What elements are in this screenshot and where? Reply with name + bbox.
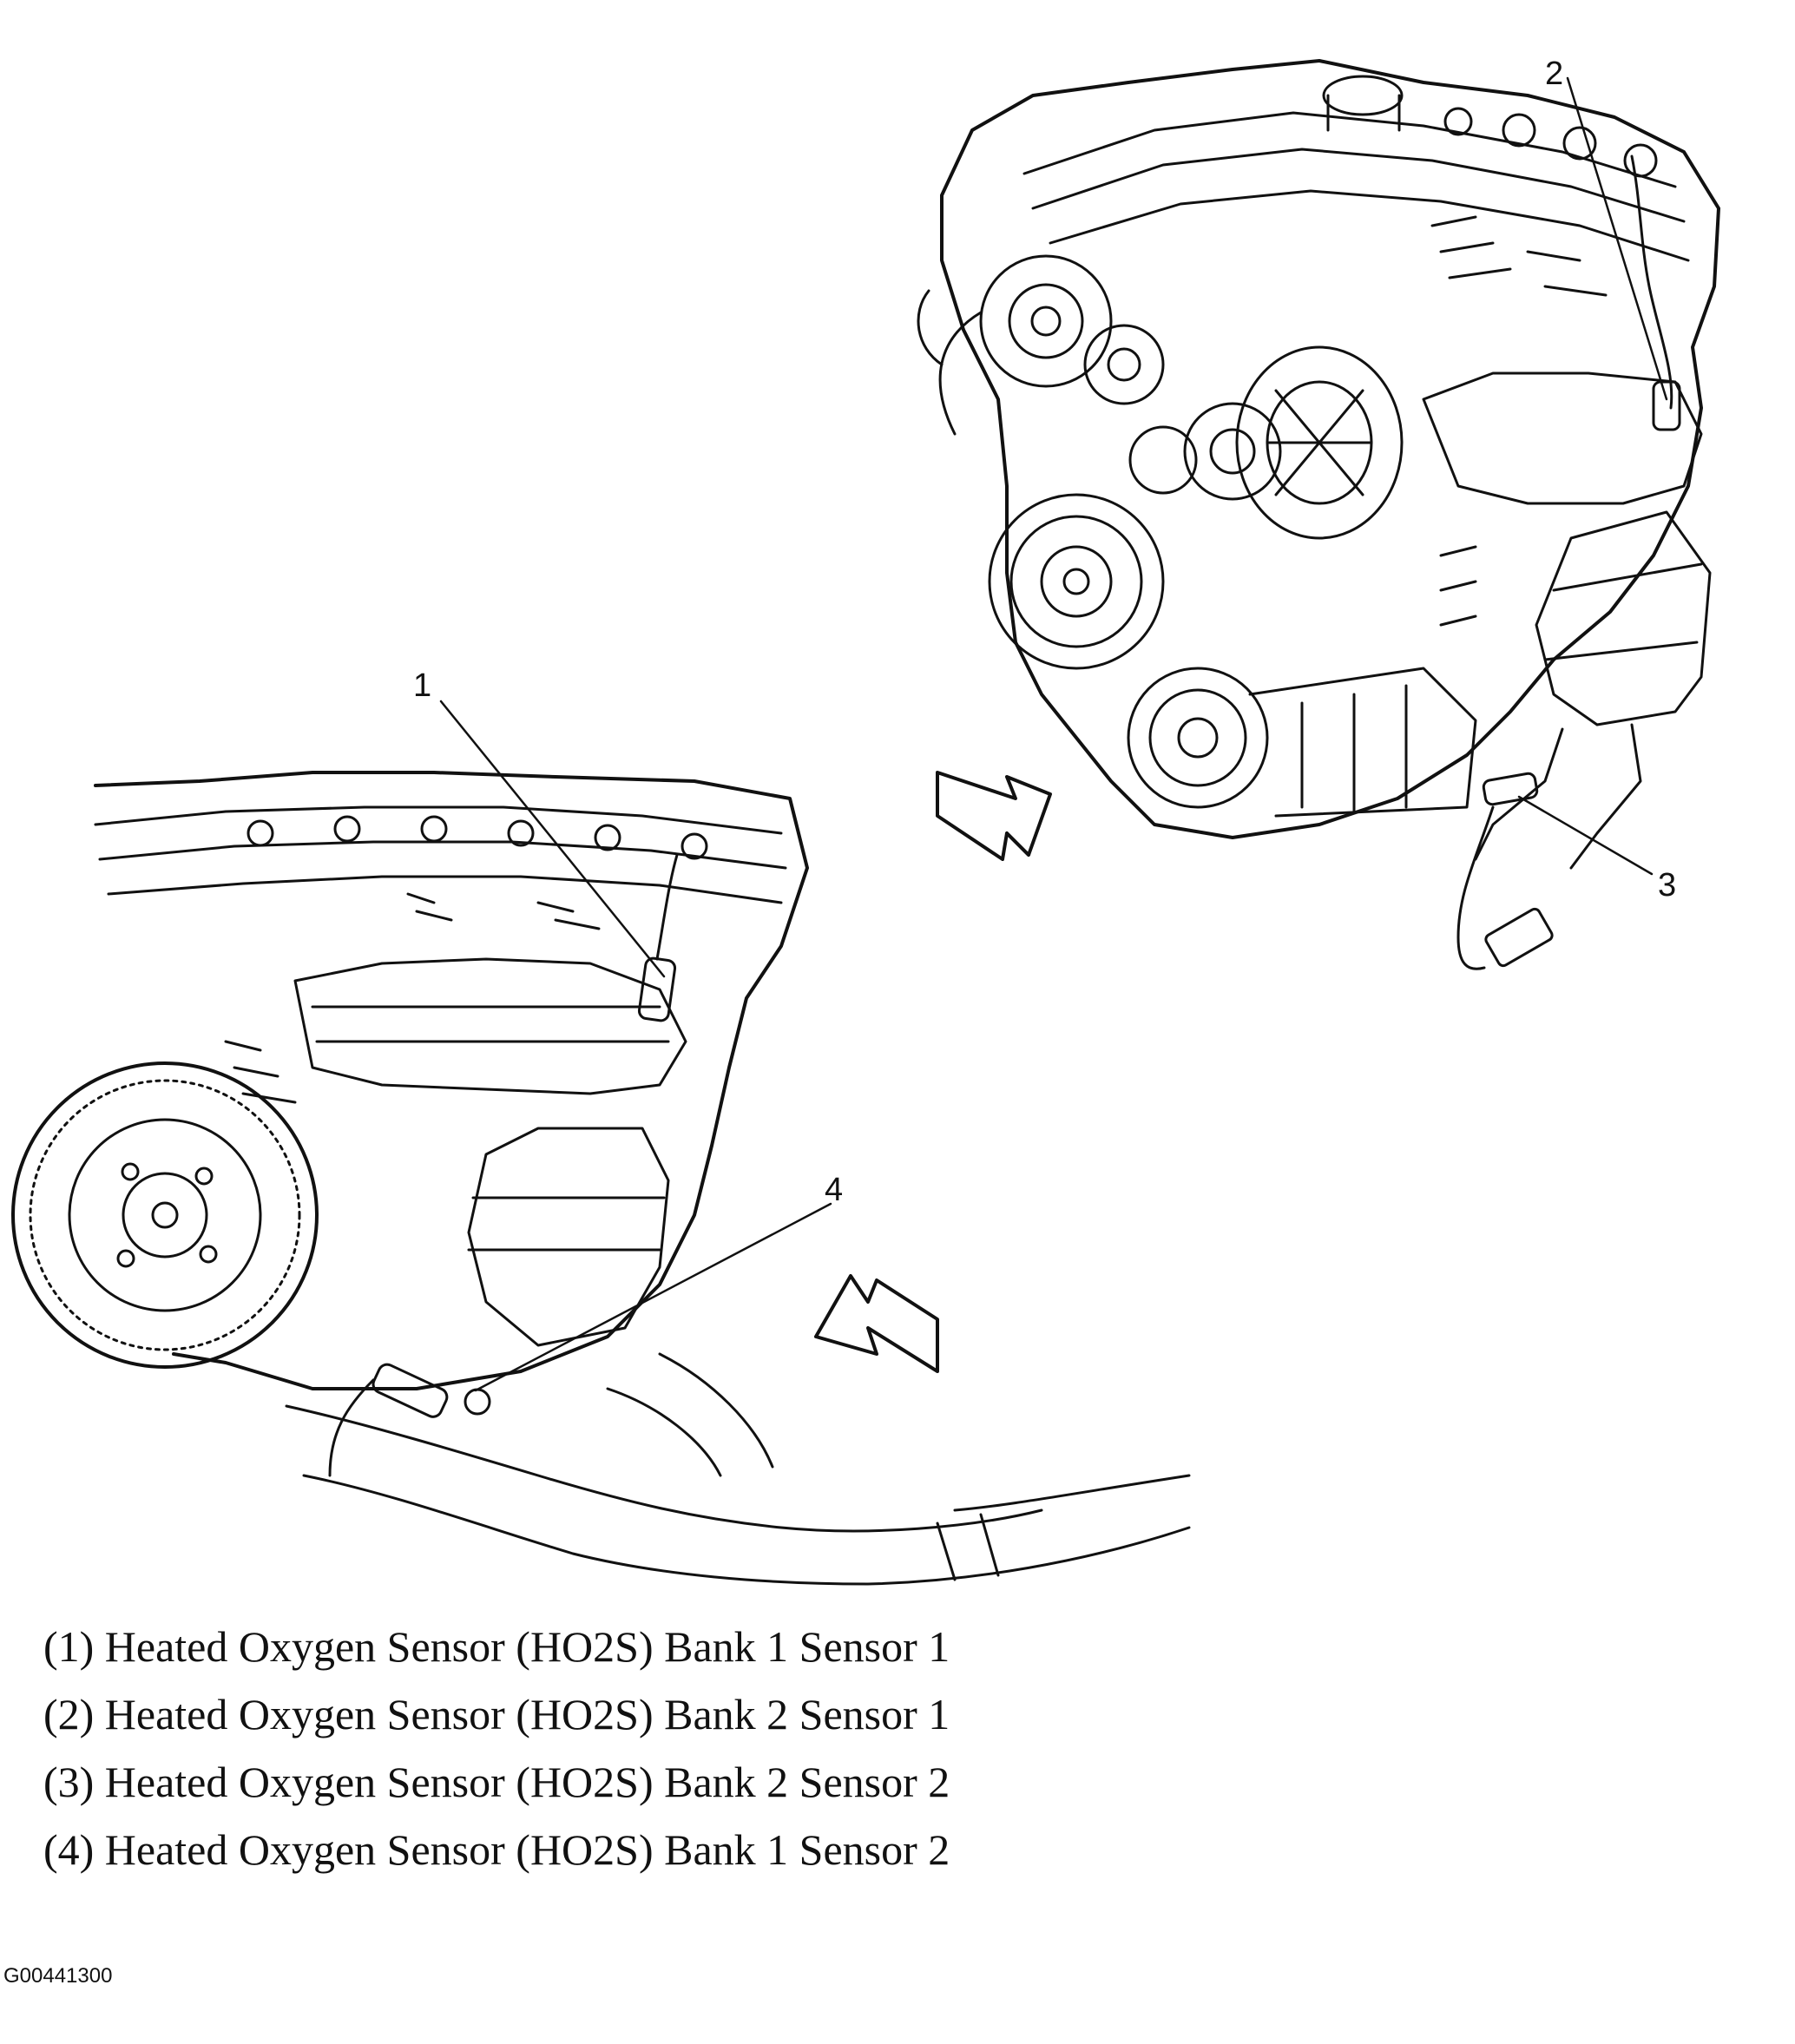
callout-3: 3 bbox=[1658, 867, 1676, 904]
sensor-legend: (1) Heated Oxygen Sensor (HO2S) Bank 1 S… bbox=[43, 1613, 950, 1883]
leader-2 bbox=[1566, 76, 1668, 401]
legend-item-3: (3) Heated Oxygen Sensor (HO2S) Bank 2 S… bbox=[43, 1758, 950, 1806]
callout-2: 2 bbox=[1545, 56, 1563, 92]
callout-4: 4 bbox=[825, 1172, 843, 1208]
callout-1: 1 bbox=[413, 667, 431, 704]
figure-id: G00441300 bbox=[3, 1964, 113, 1988]
engine-illustration: 1 2 3 4 bbox=[11, 56, 1720, 1586]
lower-engine-drawing bbox=[11, 771, 1191, 1586]
leader-4 bbox=[474, 1202, 832, 1392]
legend-item-4: (4) Heated Oxygen Sensor (HO2S) Bank 1 S… bbox=[43, 1825, 950, 1874]
callout-leaders bbox=[439, 76, 1668, 1392]
legend-item-1: (1) Heated Oxygen Sensor (HO2S) Bank 1 S… bbox=[43, 1622, 950, 1671]
leader-1 bbox=[439, 700, 666, 978]
front-direction-arrows bbox=[814, 771, 1052, 1373]
legend-item-2: (2) Heated Oxygen Sensor (HO2S) Bank 2 S… bbox=[43, 1690, 950, 1738]
upper-engine-drawing bbox=[917, 59, 1720, 970]
leader-3 bbox=[1517, 795, 1654, 876]
